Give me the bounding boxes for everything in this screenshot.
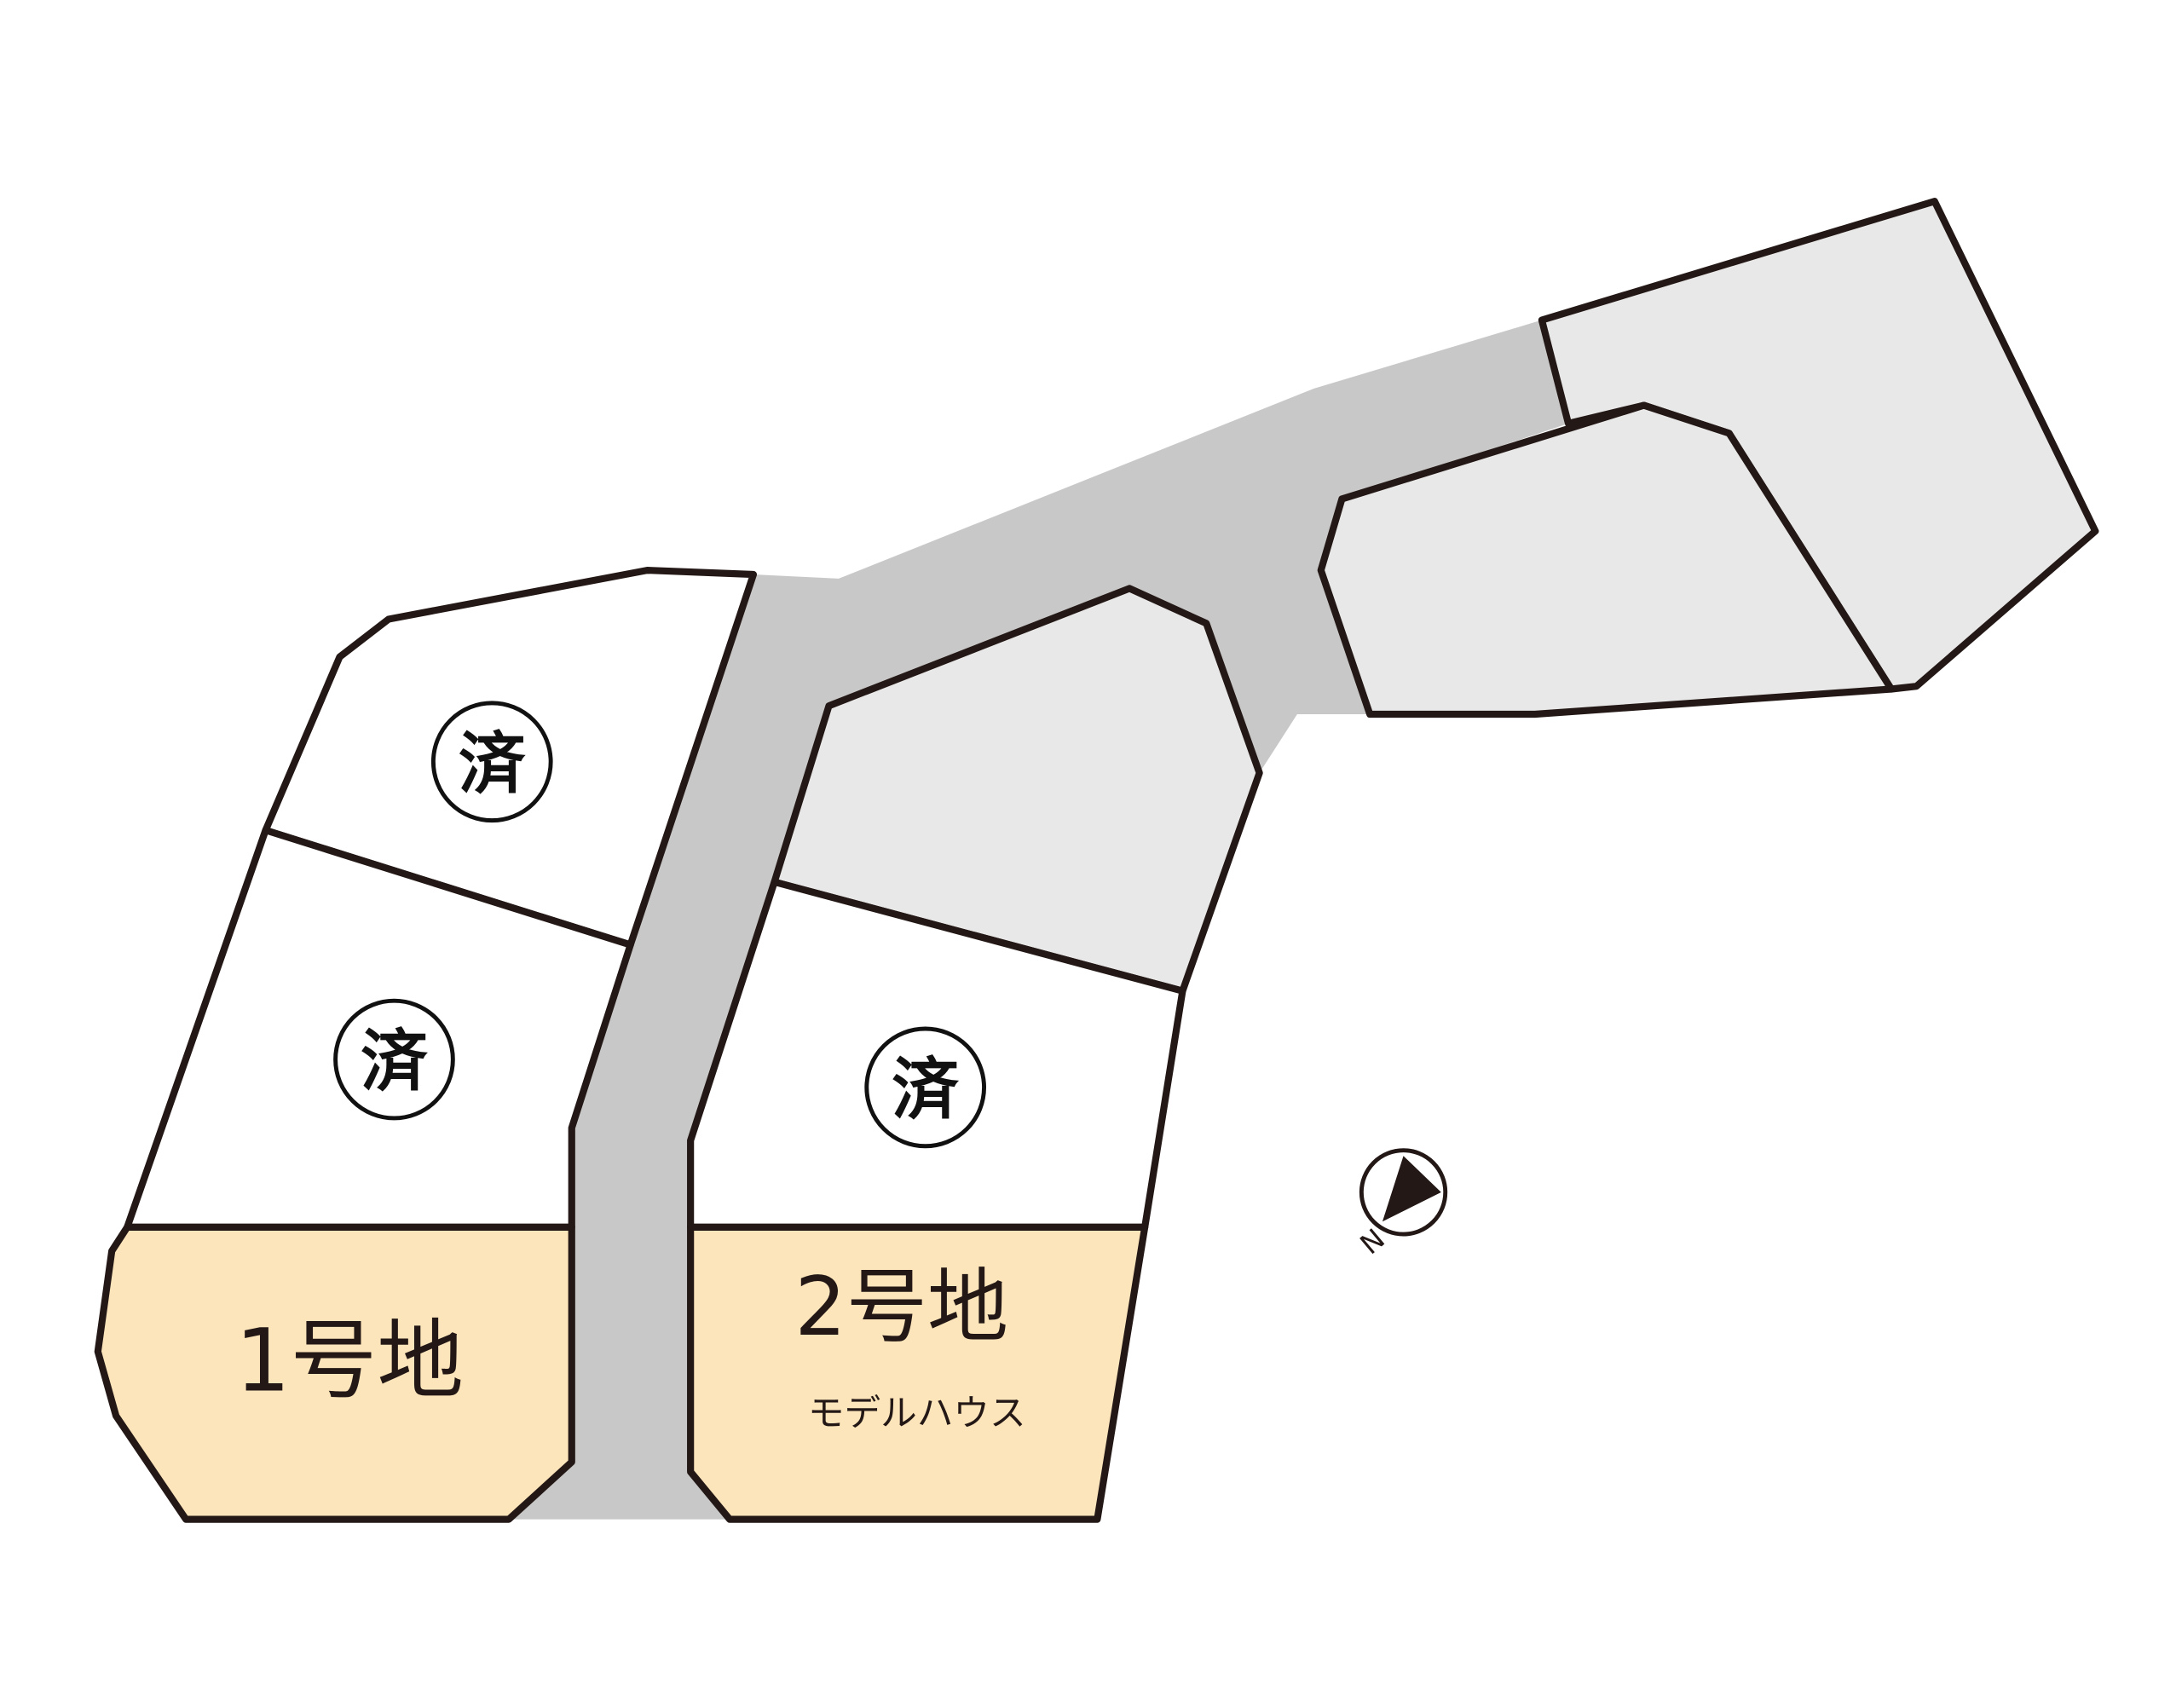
lot-1-label: 1号地 xyxy=(235,1311,464,1411)
sold-stamp-icon: 済 xyxy=(864,1026,987,1149)
sold-stamp-text: 済 xyxy=(892,1050,959,1128)
lot-east[interactable] xyxy=(1317,401,1895,718)
lot-2-label: 2号地 xyxy=(794,1261,1008,1354)
lot-1-area[interactable] xyxy=(94,1223,575,1523)
north-arrow-icon: N xyxy=(1354,1148,1448,1261)
lot-2-area[interactable] xyxy=(687,1223,1149,1523)
sold-stamp-icon: 済 xyxy=(333,998,455,1121)
sold-stamp-text: 済 xyxy=(459,724,526,803)
lot-2-sublabel: モデルハウス xyxy=(808,1393,1026,1435)
sold-stamp-icon: 済 xyxy=(430,701,553,823)
sold-stamp-text: 済 xyxy=(361,1023,428,1101)
road xyxy=(508,320,1569,1520)
